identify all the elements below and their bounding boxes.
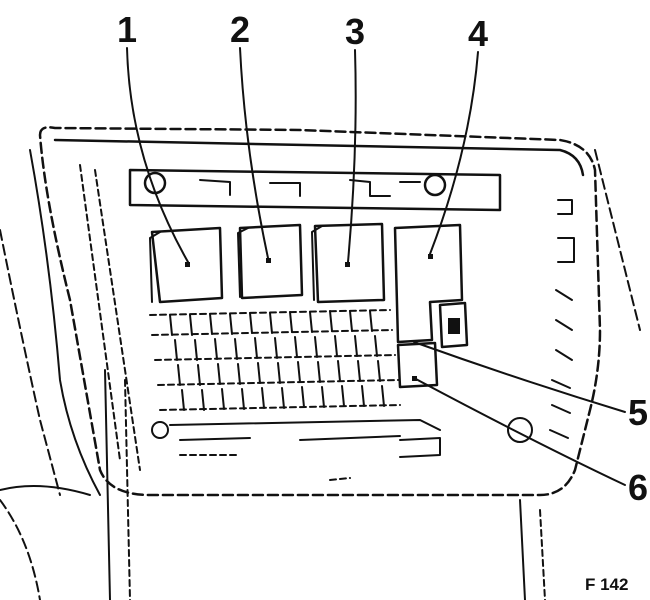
leader-line-4 — [429, 51, 479, 255]
relay-1 — [149, 226, 224, 304]
callout-5: 5 — [628, 392, 648, 433]
callout-3: 3 — [345, 11, 365, 52]
relay-2 — [237, 223, 304, 300]
callout-2: 2 — [230, 9, 250, 50]
callout-4: 4 — [468, 13, 488, 54]
screw-icon — [423, 173, 447, 197]
relay-4 — [393, 223, 464, 344]
screw-icon — [151, 421, 169, 439]
leader-lines — [126, 47, 626, 486]
callout-6: 6 — [628, 467, 648, 508]
housing-outline — [0, 126, 641, 600]
screw-icon — [507, 417, 533, 443]
leader-line-5 — [413, 341, 626, 413]
leader-line-1 — [126, 47, 189, 263]
leader-line-6 — [413, 377, 626, 486]
leader-line-3 — [347, 49, 357, 263]
leader-line-2 — [239, 47, 269, 259]
callout-1: 1 — [117, 9, 137, 50]
relay-3 — [311, 222, 386, 304]
figure-reference: F 142 — [585, 575, 628, 594]
fuse-grid — [149, 309, 533, 481]
top-bracket — [128, 168, 502, 212]
side-clips — [549, 199, 575, 439]
connector-5 — [438, 301, 469, 349]
